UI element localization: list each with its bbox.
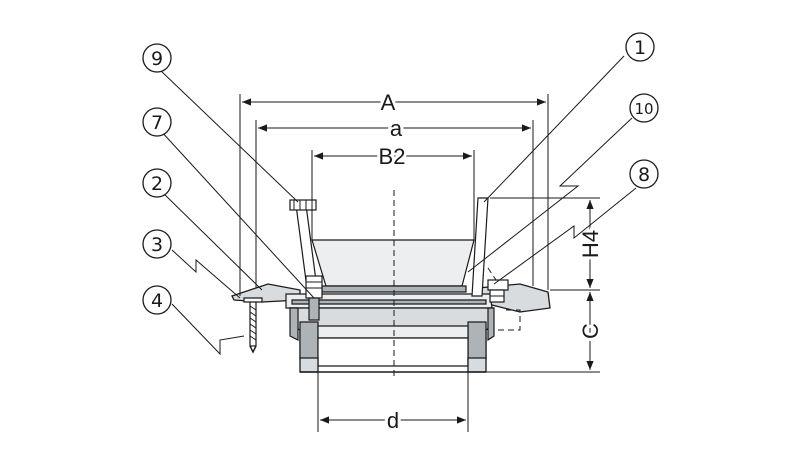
bolt-right <box>487 279 509 303</box>
dim-H4: H4 <box>578 230 603 258</box>
svg-text:1: 1 <box>634 37 646 59</box>
svg-text:8: 8 <box>638 164 650 186</box>
drain-body <box>231 283 551 373</box>
svg-text:3: 3 <box>151 234 163 256</box>
callout-1: 1 <box>625 32 655 62</box>
svg-text:7: 7 <box>151 112 163 134</box>
svg-text:2: 2 <box>151 173 163 195</box>
dim-C: C <box>578 323 603 339</box>
callout-3: 3 <box>142 229 172 259</box>
screw-top <box>289 199 317 211</box>
dimension-lines <box>242 98 594 424</box>
dim-a: a <box>390 116 403 141</box>
callout-10: 10 <box>629 93 659 123</box>
callout-4: 4 <box>142 285 172 315</box>
callout-8: 8 <box>629 159 659 189</box>
callout-2: 2 <box>142 168 172 198</box>
callout-7: 7 <box>142 107 172 137</box>
callout-9: 9 <box>142 43 172 73</box>
bolt-left <box>305 275 323 321</box>
upper-collar <box>289 197 521 331</box>
leader-lines <box>159 55 637 356</box>
svg-text:10: 10 <box>634 100 653 118</box>
dim-A: A <box>381 90 396 115</box>
svg-text:9: 9 <box>151 48 163 70</box>
dim-d: d <box>387 408 399 433</box>
svg-text:4: 4 <box>151 290 163 312</box>
nail <box>243 297 263 354</box>
dim-B2: B2 <box>379 144 406 169</box>
extension-lines <box>239 94 600 432</box>
